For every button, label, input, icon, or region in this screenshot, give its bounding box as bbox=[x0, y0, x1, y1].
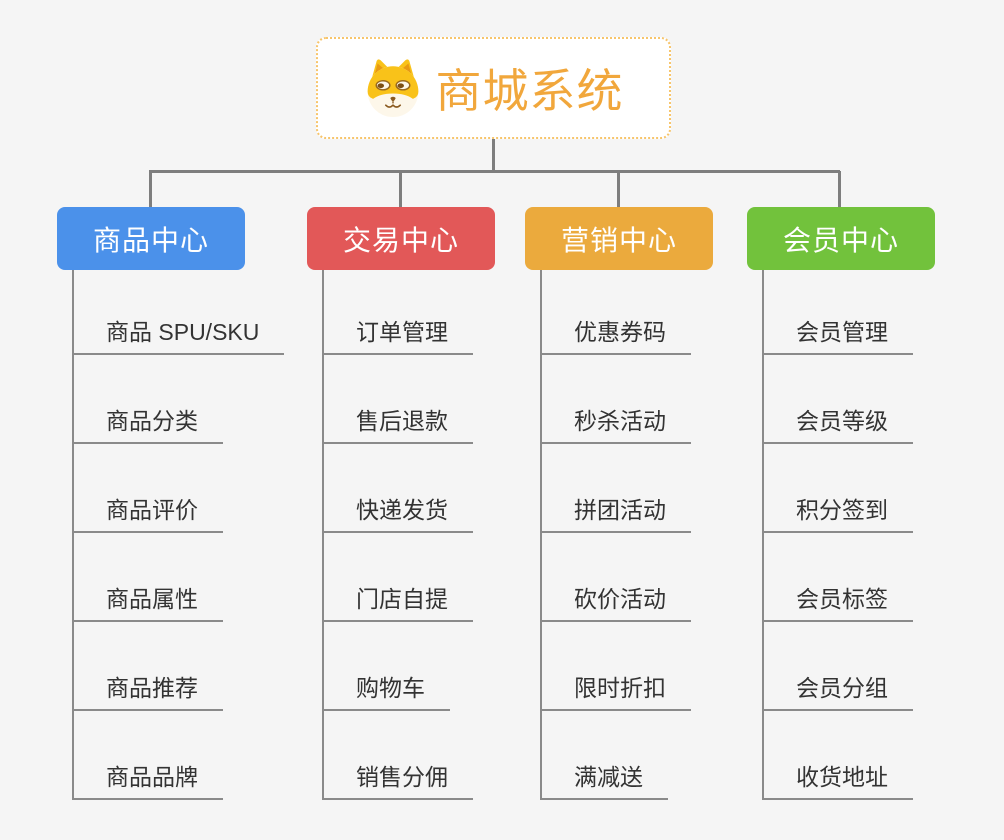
leaf-node[interactable]: 商品评价 bbox=[72, 487, 223, 533]
leaf-node[interactable]: 商品分类 bbox=[72, 398, 223, 444]
branch-node-2[interactable]: 交易中心 bbox=[307, 207, 495, 270]
branch-node-1[interactable]: 商品中心 bbox=[57, 207, 245, 270]
root-node-mall-system[interactable]: 商城系统 bbox=[316, 37, 671, 139]
leaf-node[interactable]: 满减送 bbox=[540, 754, 668, 800]
leaf-node[interactable]: 会员标签 bbox=[762, 576, 913, 622]
leaf-node[interactable]: 商品品牌 bbox=[72, 754, 223, 800]
leaf-node[interactable]: 订单管理 bbox=[322, 309, 473, 355]
connector-drop-branch-2 bbox=[399, 171, 402, 208]
connector-main-horizontal bbox=[149, 170, 840, 173]
leaf-node[interactable]: 砍价活动 bbox=[540, 576, 691, 622]
connector-root-vertical bbox=[492, 139, 495, 171]
branch-column-3: 营销中心 优惠券码秒杀活动拼团活动砍价活动限时折扣满减送 bbox=[525, 207, 713, 807]
leaf-node[interactable]: 商品 SPU/SKU bbox=[72, 309, 285, 355]
leaf-node[interactable]: 商品属性 bbox=[72, 576, 223, 622]
leaf-node[interactable]: 会员分组 bbox=[762, 665, 913, 711]
branch-column-4: 会员中心 会员管理会员等级积分签到会员标签会员分组收货地址 bbox=[747, 207, 935, 807]
connector-drop-branch-1 bbox=[149, 171, 152, 208]
leaf-node[interactable]: 会员等级 bbox=[762, 398, 913, 444]
leaf-node[interactable]: 销售分佣 bbox=[322, 754, 473, 800]
branch-trunk-line bbox=[72, 270, 74, 800]
root-title: 商城系统 bbox=[435, 65, 624, 117]
leaf-node[interactable]: 快递发货 bbox=[322, 487, 473, 533]
leaf-node[interactable]: 优惠券码 bbox=[540, 309, 691, 355]
branch-trunk-line bbox=[540, 270, 542, 800]
leaf-node[interactable]: 门店自提 bbox=[322, 576, 473, 622]
leaf-node[interactable]: 会员管理 bbox=[762, 309, 913, 355]
connector-drop-branch-3 bbox=[617, 171, 620, 208]
leaf-node[interactable]: 限时折扣 bbox=[540, 665, 691, 711]
leaf-node[interactable]: 积分签到 bbox=[762, 487, 913, 533]
branch-column-1: 商品中心 商品 SPU/SKU 商品分类商品评价商品属性商品推荐商品品牌 bbox=[57, 207, 285, 807]
leaf-node[interactable]: 商品推荐 bbox=[72, 665, 223, 711]
branch-trunk-line bbox=[762, 270, 764, 800]
branch-column-2: 交易中心 订单管理售后退款快递发货门店自提购物车销售分佣 bbox=[307, 207, 495, 807]
branch-node-3[interactable]: 营销中心 bbox=[525, 207, 713, 270]
branch-trunk-line bbox=[322, 270, 324, 800]
connector-drop-branch-4 bbox=[838, 171, 841, 208]
doge-icon bbox=[367, 59, 418, 117]
leaf-node[interactable]: 收货地址 bbox=[762, 754, 913, 800]
leaf-node[interactable]: 秒杀活动 bbox=[540, 398, 691, 444]
leaf-node[interactable]: 购物车 bbox=[322, 665, 450, 711]
branch-node-4[interactable]: 会员中心 bbox=[747, 207, 935, 270]
leaf-node[interactable]: 售后退款 bbox=[322, 398, 473, 444]
leaf-node[interactable]: 拼团活动 bbox=[540, 487, 691, 533]
